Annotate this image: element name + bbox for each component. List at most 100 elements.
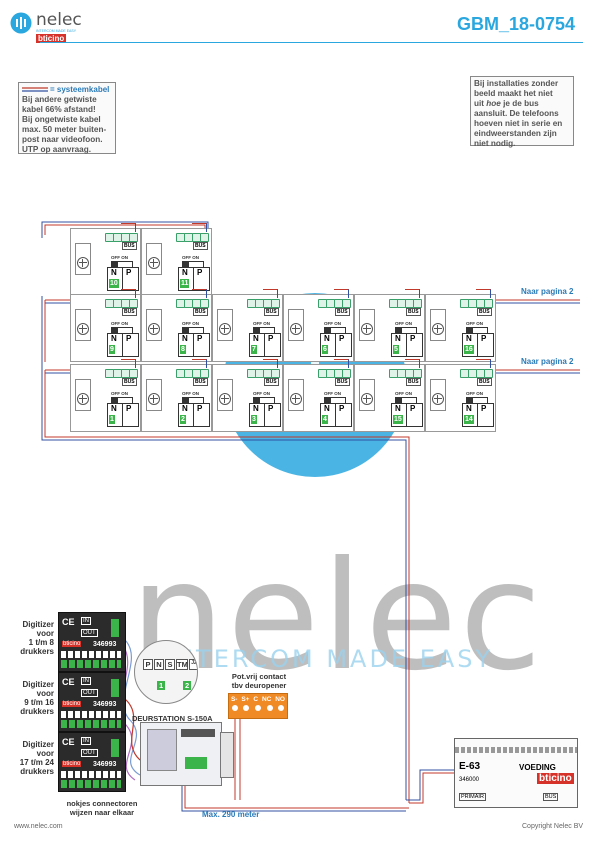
- phone-number-badge: 4: [322, 415, 328, 424]
- screw-terminal: [129, 233, 138, 242]
- screw-terminal: [484, 369, 493, 378]
- digitizer-model: 346993: [93, 701, 117, 708]
- ce-mark: CE: [62, 737, 75, 747]
- note-line: Bij installaties zonder: [474, 79, 559, 88]
- terminal-p-label: P: [197, 334, 203, 343]
- phone-terminal-block: BUS: [389, 299, 422, 321]
- relay-terminal: S+: [241, 696, 250, 703]
- off-on-label: OFF ON: [324, 391, 341, 396]
- note-line: je de bus: [503, 99, 539, 108]
- note-line: Bij ongetwiste kabel: [22, 115, 101, 124]
- relay-terminal: NO: [275, 696, 285, 703]
- digitizer-brand: bticino: [62, 761, 82, 767]
- digitizer-label-line: drukkers: [20, 647, 54, 656]
- note-line: kabel 66% afstand!: [22, 105, 96, 114]
- off-on-label: OFF ON: [466, 321, 483, 326]
- bus-label: BUS: [406, 378, 421, 386]
- door-open-button-icon: [432, 393, 444, 405]
- note-line: Bij andere getwiste: [22, 95, 97, 104]
- screw-terminal: [413, 299, 422, 308]
- door-station-connector: [185, 757, 207, 769]
- door-open-button-icon: [219, 393, 231, 405]
- bus-drop: [476, 289, 491, 298]
- off-on-label: OFF ON: [111, 391, 128, 396]
- terminal-n-label: N: [324, 404, 330, 413]
- door-number: 1: [157, 681, 166, 690]
- bus-label: BUS: [122, 242, 137, 250]
- phone-number-badge: 14: [464, 415, 474, 424]
- logo-tagline: INTERCOM MADE EASY: [36, 29, 77, 33]
- phone-number-badge: 8: [180, 345, 186, 354]
- door-open-button-icon: [432, 323, 444, 335]
- power-supply-primair: PRIMAIR: [459, 793, 486, 801]
- digitizer-label-line: 17 t/m 24: [19, 758, 54, 767]
- bus-drop: [121, 223, 136, 232]
- phone-terminal-block: BUS: [247, 369, 280, 391]
- screw-terminal: [484, 299, 493, 308]
- bus-drop: [334, 289, 349, 298]
- door-open-button-icon: [77, 393, 89, 405]
- bus-drop: [476, 359, 491, 368]
- phone-number-badge: 5: [393, 345, 399, 354]
- terminal-p-label: P: [481, 334, 487, 343]
- phone-terminal-block: BUS: [105, 369, 138, 391]
- terminal-n-label: N: [182, 268, 188, 277]
- bus-drop: [192, 359, 207, 368]
- phone-number-badge: 11: [180, 279, 190, 288]
- phone-number-badge: 2: [180, 415, 186, 424]
- screw-terminal: [271, 369, 280, 378]
- connector-note-line: wijzen naar elkaar: [69, 808, 135, 817]
- screw-terminal: [129, 369, 138, 378]
- bus-drop: [121, 289, 136, 298]
- note-installation-info: Bij installaties zonder beeld maakt het …: [470, 76, 574, 148]
- terminal-n-label: N: [182, 404, 188, 413]
- bus-label: BUS: [193, 378, 208, 386]
- relay-caption-line: tbv deuropener: [231, 681, 287, 690]
- note-line: uit: [474, 99, 485, 108]
- digitizer-label-line: voor: [36, 689, 54, 698]
- note-cable-info: = systeemkabel Bij andere getwiste kabel…: [18, 82, 116, 154]
- door-terminal: P: [143, 659, 153, 670]
- terminal-p-label: P: [481, 404, 487, 413]
- off-on-label: OFF ON: [182, 255, 199, 260]
- door-open-button-icon: [77, 323, 89, 335]
- door-open-button-icon: [290, 393, 302, 405]
- terminal-p-label: P: [410, 404, 416, 413]
- digitizer-label-line: Digitizer: [22, 620, 54, 629]
- footer-copyright: Copyright Nelec BV: [522, 823, 584, 830]
- digitizer-brand: bticino: [62, 701, 82, 707]
- door-open-button-icon: [148, 393, 160, 405]
- phone-terminal-block: BUS: [318, 299, 351, 321]
- door-terminal: J2: [189, 659, 197, 670]
- relay-terminal: S-: [230, 696, 238, 703]
- door-terminal: N: [154, 659, 164, 670]
- off-on-label: OFF ON: [111, 255, 128, 260]
- relay-terminal: C: [253, 696, 259, 703]
- note-line: max. 50 meter buiten-: [22, 125, 107, 134]
- door-station-side: [220, 732, 234, 778]
- phone-terminal-block: BUS: [176, 299, 209, 321]
- digitizer-ribbon-port: [111, 679, 119, 697]
- out-port-label: OUT: [81, 629, 98, 637]
- bus-label: BUS: [193, 242, 208, 250]
- phone-number-badge: 6: [322, 345, 328, 354]
- power-supply: E-63 VOEDING 346000 bticino PRIMAIR BUS: [454, 738, 578, 808]
- note-line: UTP op aanvraag.: [22, 145, 92, 154]
- header-divider: [40, 42, 583, 43]
- digitizer-model: 346993: [93, 761, 117, 768]
- nelec-logo: nelec INTERCOM MADE EASY bticino: [10, 10, 90, 43]
